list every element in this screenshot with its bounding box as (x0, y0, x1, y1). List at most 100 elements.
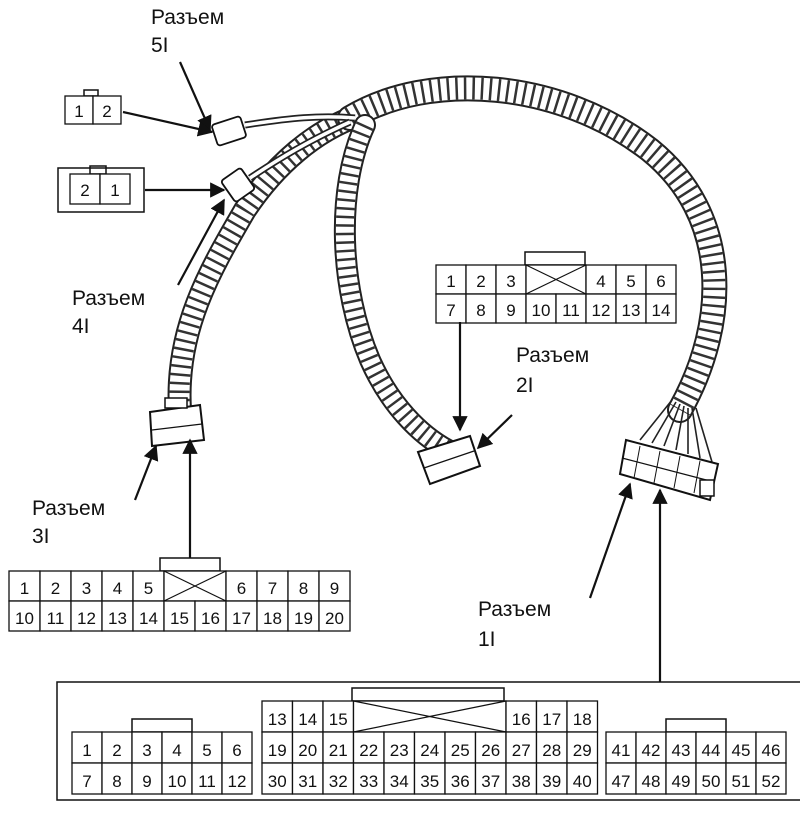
c3-pin-10: 10 (15, 609, 34, 628)
c3-cell (287, 570, 320, 602)
c1-pin-13: 13 (268, 710, 287, 729)
c1-cell (444, 762, 477, 795)
c1-pin-12: 12 (228, 772, 247, 791)
pin-4i-2: 2 (80, 181, 89, 200)
c3-cell (225, 600, 258, 632)
c1-cell (725, 762, 757, 795)
c1-cell (535, 762, 568, 795)
c1-pin-39: 39 (542, 772, 561, 791)
c1-pin-14: 14 (298, 710, 317, 729)
callout-arrows (122, 61, 668, 682)
pin-4i-1: 1 (110, 181, 119, 200)
svg-text:3I: 3I (32, 525, 50, 548)
c3-pin-6: 6 (237, 579, 246, 598)
c1-pin-43: 43 (672, 741, 691, 760)
c1-pin-15: 15 (329, 710, 348, 729)
c2-cell (435, 293, 467, 324)
c2-pin-7: 7 (446, 301, 455, 320)
c3-pin-12: 12 (77, 609, 96, 628)
c2-pin-10: 10 (532, 301, 551, 320)
c1-cell (535, 700, 568, 733)
c1-cell (131, 762, 163, 795)
c2-pin-2: 2 (476, 272, 485, 291)
svg-text:Разъем: Разъем (72, 287, 145, 310)
c3-pin-3: 3 (82, 579, 91, 598)
c3-cell (256, 600, 289, 632)
c1-cell (635, 762, 667, 795)
c1-cell (101, 762, 133, 795)
c1-pin-33: 33 (359, 772, 378, 791)
plug-5i (211, 115, 247, 147)
c1-cell (161, 731, 193, 764)
c3-pin-1: 1 (20, 579, 29, 598)
c3-cell (70, 600, 103, 632)
c3-pin-5: 5 (144, 579, 153, 598)
c1-pin-45: 45 (732, 741, 751, 760)
c1-cell (474, 731, 507, 764)
c1-pin-37: 37 (481, 772, 500, 791)
c1-cell (383, 762, 416, 795)
svg-text:Разъем: Разъем (151, 6, 224, 29)
c1-cell (322, 762, 355, 795)
c1-cell (291, 731, 324, 764)
c1-cell (221, 731, 253, 764)
c1-pin-3: 3 (142, 741, 151, 760)
c3-pin-15: 15 (170, 609, 189, 628)
c1-pin-47: 47 (612, 772, 631, 791)
c2-cell (495, 264, 527, 295)
c1-pin-7: 7 (82, 772, 91, 791)
c1-pin-38: 38 (512, 772, 531, 791)
c1-cell (161, 762, 193, 795)
c1-pin-11: 11 (198, 772, 216, 791)
c1-pin-25: 25 (451, 741, 470, 760)
c1-pin-9: 9 (142, 772, 151, 791)
c1-pin-8: 8 (112, 772, 121, 791)
c3-pin-7: 7 (268, 579, 277, 598)
c1-cell (444, 731, 477, 764)
c2-pin-11: 11 (562, 301, 580, 320)
c1-cell (71, 731, 103, 764)
c3-pin-19: 19 (294, 609, 313, 628)
c2-cell (615, 293, 647, 324)
c1-pin-21: 21 (329, 741, 348, 760)
c2-cell (435, 264, 467, 295)
c1-pin-17: 17 (542, 710, 561, 729)
c1-pin-31: 31 (298, 772, 317, 791)
c2-cell (465, 293, 497, 324)
c2-pin-8: 8 (476, 301, 485, 320)
c3-pin-4: 4 (113, 579, 122, 598)
c3-cell (132, 600, 165, 632)
c1-pin-22: 22 (359, 741, 378, 760)
pin-5i-1: 1 (74, 102, 83, 121)
c1-cell (291, 700, 324, 733)
c1-pin-48: 48 (642, 772, 661, 791)
label-connector-3i: Разъем 3I (32, 497, 105, 548)
c1-pin-44: 44 (702, 741, 721, 760)
plug-1i (618, 438, 720, 502)
c1-cell (101, 731, 133, 764)
pinout-5i: 1 2 (64, 89, 122, 125)
c1-pin-41: 41 (612, 741, 631, 760)
c1-pin-50: 50 (702, 772, 721, 791)
c1-cell (505, 700, 538, 733)
label-connector-1i: Разъем 1I (478, 598, 551, 651)
c1-pin-51: 51 (732, 772, 751, 791)
c1-cell (352, 762, 385, 795)
c3-pin-11: 11 (47, 609, 65, 628)
c3-pin-17: 17 (232, 609, 251, 628)
c2-cell (645, 293, 677, 324)
c1-pin-4: 4 (172, 741, 181, 760)
c1-cell (725, 731, 757, 764)
c1-cell (261, 731, 294, 764)
c3-pin-14: 14 (139, 609, 158, 628)
c1-pin-34: 34 (390, 772, 409, 791)
c1-cell (566, 762, 599, 795)
c1-pin-19: 19 (268, 741, 287, 760)
c3-cell (101, 570, 134, 602)
c2-pin-12: 12 (592, 301, 611, 320)
c3-cell (287, 600, 320, 632)
c2-pin-9: 9 (506, 301, 515, 320)
